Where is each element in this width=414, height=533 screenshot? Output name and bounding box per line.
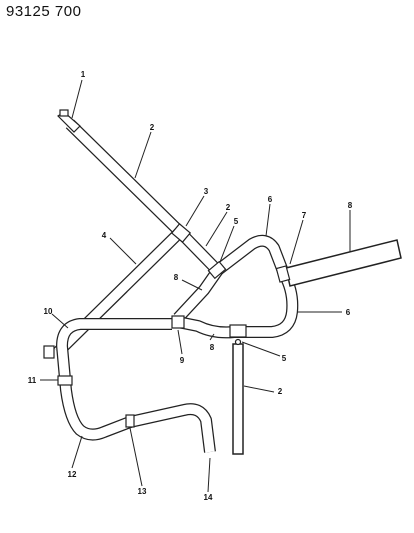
callout-13: 13 bbox=[138, 487, 147, 496]
leader-2a bbox=[134, 131, 152, 179]
end-10 bbox=[43, 345, 55, 359]
callout-3: 3 bbox=[204, 187, 209, 196]
hose-2-upper bbox=[65, 119, 222, 275]
hose-6-lower bbox=[244, 271, 299, 338]
leader-7 bbox=[289, 219, 304, 265]
callout-6a: 6 bbox=[268, 195, 273, 204]
leader-10 bbox=[51, 313, 69, 329]
leader-4 bbox=[109, 237, 137, 265]
leader-5a bbox=[219, 225, 235, 263]
hose-4 bbox=[53, 227, 185, 357]
clamp-9 bbox=[171, 315, 185, 329]
callout-11: 11 bbox=[28, 376, 37, 385]
callout-6b: 6 bbox=[346, 308, 351, 317]
leader-9 bbox=[177, 329, 183, 355]
callout-8a: 8 bbox=[348, 201, 353, 210]
clamp-11 bbox=[57, 375, 73, 386]
hose-13-14 bbox=[128, 403, 216, 453]
callout-2b: 2 bbox=[226, 203, 231, 212]
callout-5b: 5 bbox=[282, 354, 287, 363]
callout-8c: 8 bbox=[210, 343, 215, 352]
callout-8b: 8 bbox=[174, 273, 179, 282]
clamp-13 bbox=[125, 414, 135, 428]
leader-6a bbox=[265, 203, 271, 237]
leader-5b bbox=[241, 341, 281, 357]
tee-5-lower bbox=[229, 324, 247, 338]
leader-12 bbox=[71, 435, 83, 469]
fitting-1 bbox=[57, 109, 81, 133]
hose-2-lower bbox=[232, 343, 244, 455]
callout-10: 10 bbox=[44, 307, 53, 316]
hose-8-right bbox=[285, 239, 402, 287]
leader-2c bbox=[243, 385, 275, 393]
leader-3 bbox=[185, 195, 205, 227]
callout-12: 12 bbox=[68, 470, 77, 479]
hose-8-upper bbox=[173, 266, 223, 323]
callout-1: 1 bbox=[81, 70, 86, 79]
hose-6-upper bbox=[214, 234, 290, 277]
callout-7: 7 bbox=[302, 211, 307, 220]
leader-13 bbox=[129, 427, 143, 487]
callout-4: 4 bbox=[102, 231, 107, 240]
leader-8b bbox=[181, 279, 203, 291]
leader-2b bbox=[205, 211, 228, 247]
callout-2a: 2 bbox=[150, 123, 155, 132]
leader-14 bbox=[207, 457, 211, 493]
clamp-5-upper bbox=[207, 260, 227, 280]
callout-14: 14 bbox=[204, 493, 213, 502]
leader-1 bbox=[71, 79, 83, 119]
callout-2c: 2 bbox=[278, 387, 283, 396]
figure-id: 93125 700 bbox=[6, 3, 82, 20]
clamp-5-lower-dot bbox=[234, 338, 242, 346]
callout-9: 9 bbox=[180, 356, 185, 365]
leader-8c bbox=[209, 333, 215, 341]
clamp-7 bbox=[275, 265, 291, 283]
callout-5a: 5 bbox=[234, 217, 239, 226]
tee-3 bbox=[170, 223, 192, 243]
hose-10-12 bbox=[56, 318, 172, 441]
